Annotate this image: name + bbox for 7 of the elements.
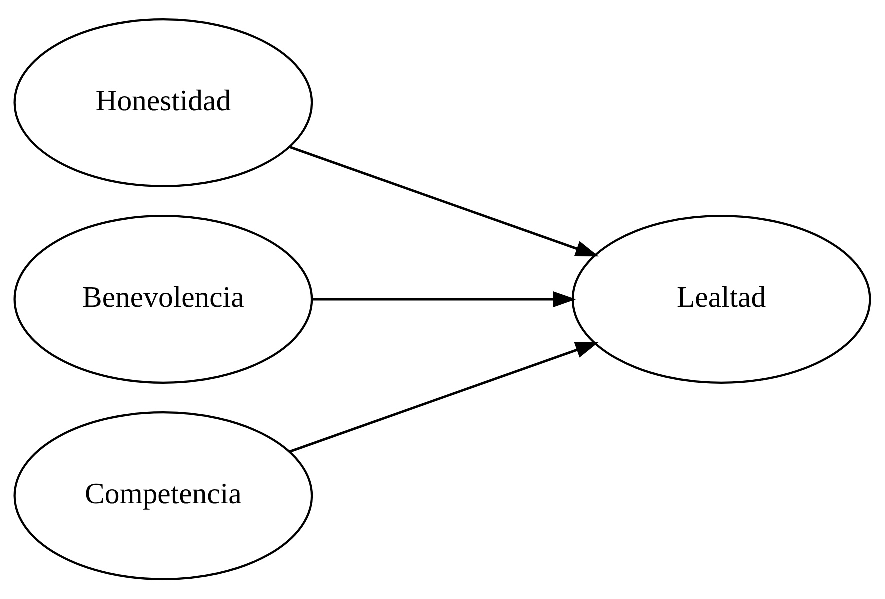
arrow <box>312 291 576 308</box>
node-ellipse: Benevolencia <box>14 215 314 384</box>
node-ellipse: Lealtad <box>572 215 872 384</box>
arrow <box>289 146 599 257</box>
arrow <box>289 342 599 454</box>
node-ellipse: Honestidad <box>14 18 314 188</box>
node-ellipse: Competencia <box>14 412 314 580</box>
